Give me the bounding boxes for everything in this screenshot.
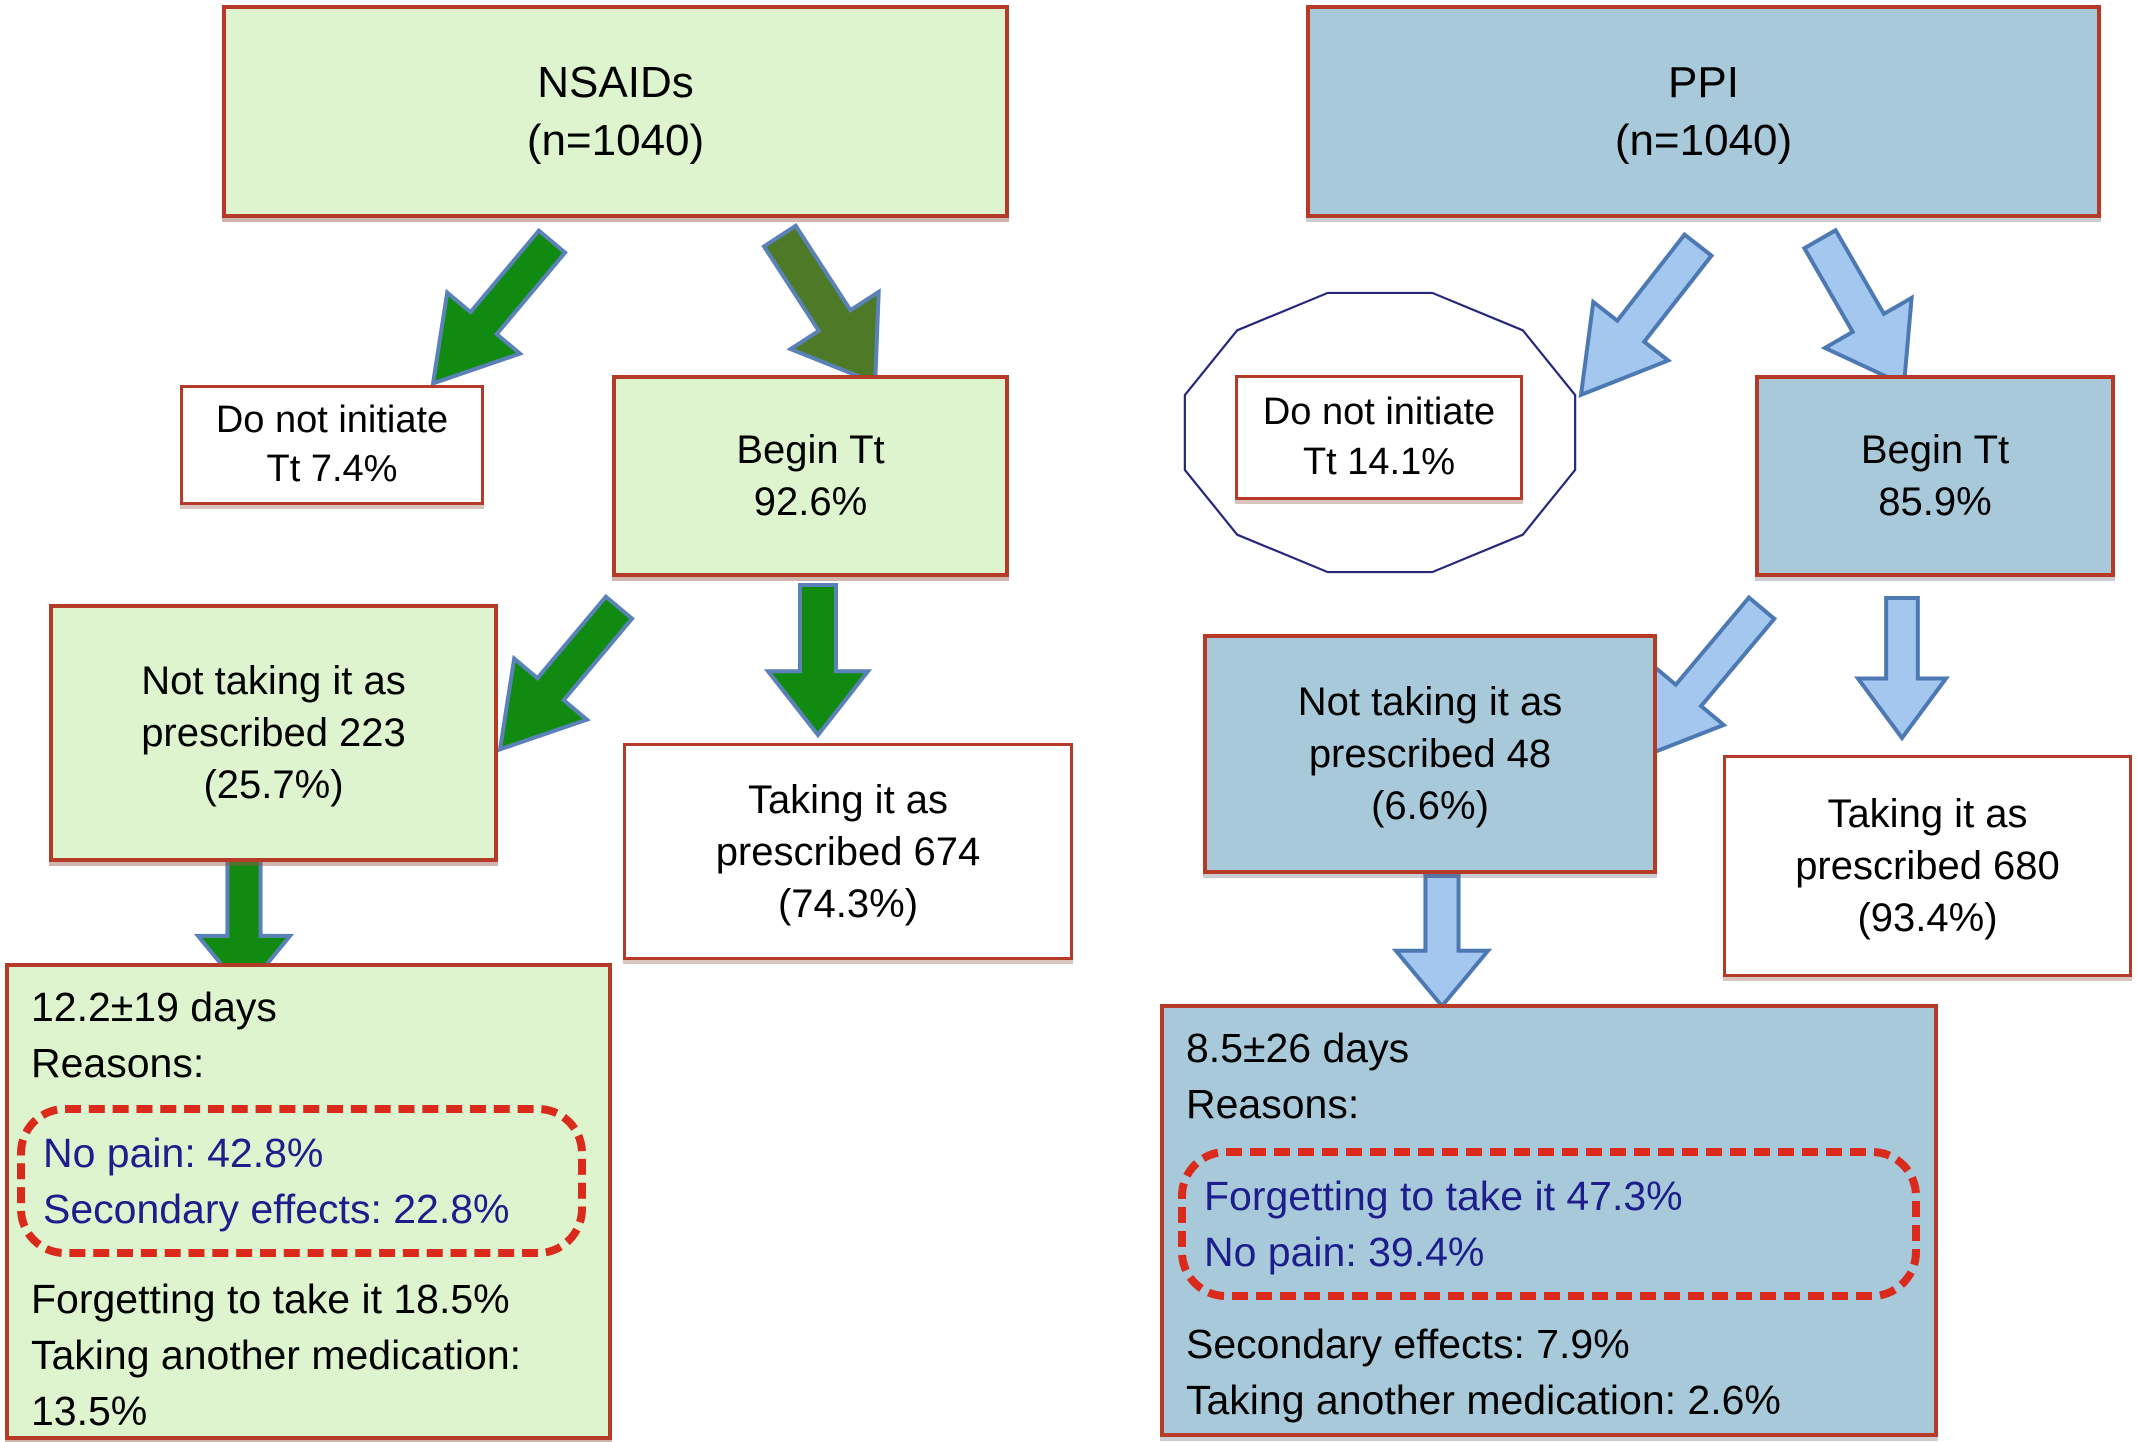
nsaids-reason-other-medication: Taking another medication: 13.5% xyxy=(31,1332,522,1434)
ppi-root-box: PPI (n=1040) xyxy=(1306,5,2101,218)
arrow-nsaids-to-begin-icon xyxy=(736,208,919,412)
nsaids-no-init-line2: Tt 7.4% xyxy=(266,448,398,490)
nsaids-taking-line3: (74.3%) xyxy=(777,881,919,926)
nsaids-not-taking-line2: prescribed 223 xyxy=(141,711,406,755)
arrow-ppi-to-begin-icon xyxy=(1777,214,1948,409)
ppi-not-taking-line3: (6.6%) xyxy=(1371,784,1489,828)
ppi-reason-other-medication: Taking another medication: 2.6% xyxy=(1186,1377,1781,1423)
ppi-not-taking-box: Not taking it as prescribed 48 (6.6%) xyxy=(1203,634,1657,874)
ppi-begin-line2: 85.9% xyxy=(1878,480,1992,524)
ppi-not-taking-line1: Not taking it as xyxy=(1297,680,1563,724)
ppi-no-init-line2: Tt 14.1% xyxy=(1302,440,1456,483)
nsaids-root-box: NSAIDs (n=1040) xyxy=(222,5,1009,218)
nsaids-title: NSAIDs xyxy=(537,58,694,108)
nsaids-reason-forgetting: Forgetting to take it 18.5% xyxy=(31,1276,510,1322)
ppi-reason-no-pain: No pain: 39.4% xyxy=(1204,1229,1485,1275)
arrow-begin-to-not-taking-ppi-icon xyxy=(1599,579,1797,790)
nsaids-count: (n=1040) xyxy=(526,115,705,165)
ppi-begin-line1: Begin Tt xyxy=(1860,428,2010,472)
ppi-reason-forgetting: Forgetting to take it 47.3% xyxy=(1204,1173,1683,1219)
nsaids-reason-secondary-effects: Secondary effects: 22.8% xyxy=(43,1186,510,1232)
ppi-reasons-highlight-outline: Forgetting to take it 47.3% No pain: 39.… xyxy=(1178,1148,1920,1300)
nsaids-reason-no-pain: No pain: 42.8% xyxy=(43,1130,324,1176)
ppi-count: (n=1040) xyxy=(1614,115,1793,165)
ppi-taking-box: Taking it as prescribed 680 (93.4%) xyxy=(1723,755,2132,977)
ppi-reason-secondary-effects: Secondary effects: 7.9% xyxy=(1186,1321,1630,1367)
nsaids-taking-box: Taking it as prescribed 674 (74.3%) xyxy=(623,743,1073,960)
ppi-reasons-label: Reasons: xyxy=(1186,1081,1360,1127)
nsaids-begin-line2: 92.6% xyxy=(753,480,868,524)
nsaids-reasons-days: 12.2±19 days xyxy=(31,984,277,1030)
arrow-ppi-to-no-init-icon xyxy=(1544,216,1736,424)
nsaids-no-init-line1: Do not initiate xyxy=(215,398,449,441)
ppi-taking-line3: (93.4%) xyxy=(1857,896,1998,940)
nsaids-begin-box: Begin Tt 92.6% xyxy=(612,375,1009,577)
nsaids-not-taking-line3: (25.7%) xyxy=(203,763,344,807)
ppi-reasons-days: 8.5±26 days xyxy=(1186,1025,1410,1071)
ppi-not-taking-line2: prescribed 48 xyxy=(1308,732,1552,776)
nsaids-reasons-label: Reasons: xyxy=(31,1040,205,1086)
ppi-no-init-line1: Do not initiate xyxy=(1262,391,1496,434)
nsaids-reasons-box: 12.2±19 days Reasons: No pain: 42.8% Sec… xyxy=(5,963,612,1440)
arrow-not-taking-to-reasons-ppi-icon xyxy=(1396,876,1488,1006)
ppi-reasons-box: 8.5±26 days Reasons: Forgetting to take … xyxy=(1160,1004,1938,1437)
arrow-begin-to-taking-ppi-icon xyxy=(1858,598,1946,738)
ppi-taking-line1: Taking it as xyxy=(1827,792,2028,836)
nsaids-taking-line2: prescribed 674 xyxy=(715,829,981,874)
nsaids-begin-line1: Begin Tt xyxy=(736,428,885,472)
arrow-begin-to-taking-icon xyxy=(768,585,868,735)
arrow-begin-to-not-taking-icon xyxy=(464,577,656,780)
nsaids-reasons-highlight-outline: No pain: 42.8% Secondary effects: 22.8% xyxy=(17,1105,586,1257)
ppi-begin-box: Begin Tt 85.9% xyxy=(1755,375,2115,577)
arrow-nsaids-to-no-init-icon xyxy=(397,211,589,414)
ppi-taking-line2: prescribed 680 xyxy=(1795,844,2060,888)
nsaids-not-taking-line1: Not taking it as xyxy=(141,659,406,703)
ppi-title: PPI xyxy=(1668,58,1739,108)
nsaids-not-taking-box: Not taking it as prescribed 223 (25.7%) xyxy=(49,604,498,862)
ppi-no-init-box: Do not initiate Tt 14.1% xyxy=(1235,375,1523,500)
nsaids-no-init-box: Do not initiate Tt 7.4% xyxy=(180,385,484,505)
nsaids-taking-line1: Taking it as xyxy=(747,777,949,822)
